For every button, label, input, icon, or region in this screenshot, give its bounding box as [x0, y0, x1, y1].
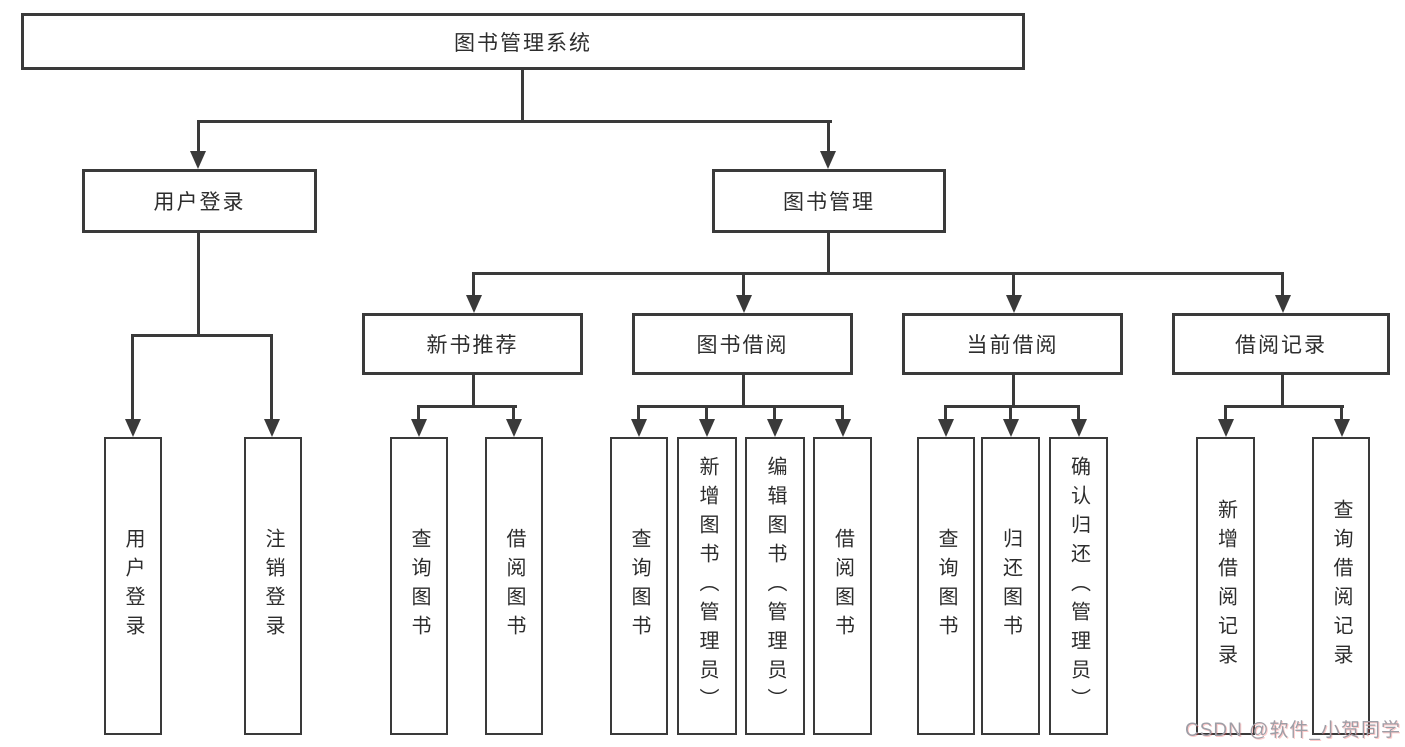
node-new-book-recommendation: 新书推荐 — [362, 313, 583, 375]
leaf-logout-login: 注销登录 — [244, 437, 302, 735]
node-label: 图书管理 — [783, 191, 875, 214]
connector-hline — [637, 405, 844, 408]
connector-vline — [637, 405, 640, 421]
connector-vline — [472, 375, 475, 408]
connector-hline — [1224, 405, 1344, 408]
connector-vline — [1281, 272, 1284, 296]
connector-vline — [705, 405, 708, 421]
leaf-label: 确认归还（管理员） — [1067, 455, 1090, 717]
connector-vline — [521, 70, 524, 122]
node-current-borrowing: 当前借阅 — [902, 313, 1123, 375]
leaf-label: 编辑图书（管理员） — [764, 455, 786, 717]
leaf-label: 查询图书 — [935, 528, 957, 644]
arrowhead-down — [1006, 295, 1022, 313]
leaf-query-books-recommend: 查询图书 — [390, 437, 448, 735]
leaf-query-books-borrowing: 查询图书 — [610, 437, 668, 735]
connector-vline — [1012, 272, 1015, 296]
arrowhead-down — [1071, 419, 1087, 437]
connector-vline — [827, 120, 830, 152]
leaf-label: 查询图书 — [628, 528, 650, 644]
connector-hline — [417, 405, 517, 408]
connector-vline — [944, 405, 947, 421]
node-label: 图书管理系统 — [454, 31, 592, 55]
arrowhead-down — [820, 151, 836, 169]
connector-vline — [773, 405, 776, 421]
leaf-user-login: 用户登录 — [104, 437, 162, 735]
leaf-add-books-admin: 新增图书（管理员） — [677, 437, 737, 735]
leaf-confirm-return-admin: 确认归还（管理员） — [1049, 437, 1108, 735]
connector-vline — [197, 120, 200, 152]
connector-vline — [742, 375, 745, 408]
connector-vline — [131, 334, 134, 420]
node-label: 当前借阅 — [966, 334, 1059, 357]
leaf-label: 注销登录 — [262, 528, 284, 644]
leaf-label: 查询图书 — [408, 528, 430, 644]
leaf-query-borrow-record: 查询借阅记录 — [1312, 437, 1370, 735]
arrowhead-down — [631, 419, 647, 437]
node-library-management-system: 图书管理系统 — [21, 13, 1025, 70]
connector-vline — [197, 233, 200, 336]
arrowhead-down — [1275, 295, 1291, 313]
arrowhead-down — [699, 419, 715, 437]
connector-hline — [198, 120, 832, 123]
leaf-label: 用户登录 — [122, 528, 144, 644]
leaf-label: 借阅图书 — [503, 528, 525, 644]
connector-vline — [1281, 375, 1284, 408]
leaf-label: 借阅图书 — [831, 528, 854, 644]
arrowhead-down — [506, 419, 522, 437]
connector-vline — [742, 272, 745, 296]
connector-vline — [512, 405, 515, 421]
connector-vline — [1077, 405, 1080, 421]
arrowhead-down — [938, 419, 954, 437]
leaf-label: 查询借阅记录 — [1330, 499, 1352, 673]
arrowhead-down — [264, 419, 280, 437]
connector-hline — [944, 405, 1080, 408]
connector-vline — [827, 233, 830, 275]
connector-vline — [1009, 405, 1012, 421]
arrowhead-down — [125, 419, 141, 437]
node-label: 用户登录 — [153, 191, 246, 214]
node-label: 图书借阅 — [696, 334, 789, 357]
arrowhead-down — [466, 295, 482, 313]
connector-vline — [1224, 405, 1227, 421]
arrowhead-down — [767, 419, 783, 437]
connector-vline — [472, 272, 475, 296]
leaf-add-borrow-record: 新增借阅记录 — [1196, 437, 1255, 735]
arrowhead-down — [835, 419, 851, 437]
node-borrowing-records: 借阅记录 — [1172, 313, 1390, 375]
leaf-borrow-books-borrowing: 借阅图书 — [813, 437, 872, 735]
arrowhead-down — [1003, 419, 1019, 437]
node-label: 新书推荐 — [426, 334, 519, 357]
arrowhead-down — [1334, 419, 1350, 437]
connector-vline — [841, 405, 844, 421]
leaf-borrow-books-recommend: 借阅图书 — [485, 437, 543, 735]
leaf-query-books-current: 查询图书 — [917, 437, 975, 735]
connector-hline — [131, 334, 273, 337]
leaf-return-books: 归还图书 — [981, 437, 1040, 735]
csdn-watermark: CSDN @软件_小贺同学 — [1185, 720, 1401, 741]
node-label: 借阅记录 — [1235, 334, 1327, 357]
arrowhead-down — [190, 151, 206, 169]
leaf-edit-books-admin: 编辑图书（管理员） — [745, 437, 805, 735]
connector-vline — [1012, 375, 1015, 408]
connector-vline — [1340, 405, 1343, 421]
arrowhead-down — [1218, 419, 1234, 437]
connector-vline — [270, 334, 273, 420]
arrowhead-down — [736, 295, 752, 313]
arrowhead-down — [411, 419, 427, 437]
node-book-borrowing: 图书借阅 — [632, 313, 853, 375]
leaf-label: 新增借阅记录 — [1214, 499, 1237, 673]
leaf-label: 新增图书（管理员） — [696, 455, 718, 717]
node-user-login: 用户登录 — [82, 169, 317, 233]
node-book-management: 图书管理 — [712, 169, 946, 233]
connector-hline — [472, 272, 1284, 275]
connector-vline — [417, 405, 420, 421]
leaf-label: 归还图书 — [999, 528, 1022, 644]
